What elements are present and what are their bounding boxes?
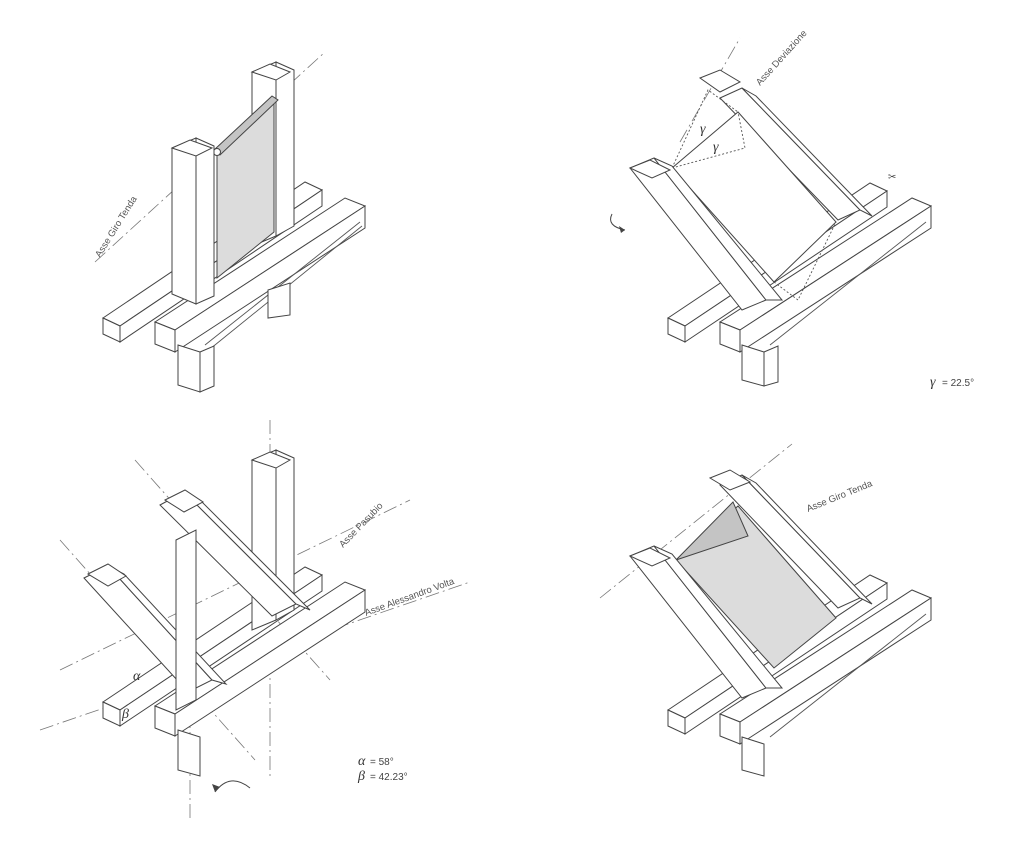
cut-mark-icon: ✂: [888, 172, 896, 183]
alpha-angle: α: [133, 669, 141, 684]
beta-angle: β: [121, 707, 129, 722]
beta-symbol: β: [357, 769, 365, 784]
panel-curtain-turn-closed: Asse Giro Tenda: [93, 51, 367, 393]
post-front: [171, 137, 197, 305]
panel-deviation: ✂ γ γ Asse Deviazione γ = 22.5°: [610, 28, 974, 390]
gamma-value: = 22.5°: [942, 378, 974, 389]
label-axis-pasubio: Asse Pasubio: [337, 501, 385, 550]
panel-axes: α β Asse Pasubio Asse Alessandro Volta α…: [39, 420, 471, 820]
gamma-angle-1: γ: [700, 122, 706, 137]
beta-value: = 42.23°: [370, 772, 408, 783]
gamma-symbol: γ: [930, 375, 936, 390]
label-axis-deviation: Asse Deviazione: [754, 28, 810, 88]
curtain-roller-open: [675, 501, 749, 561]
axis-line-deviation: [679, 37, 741, 143]
axis-line-pasubio: [59, 499, 411, 671]
label-axis-volta: Asse Alessandro Volta: [363, 576, 456, 619]
alpha-value: = 58°: [370, 757, 394, 768]
rotation-arrow-icon: [610, 213, 626, 231]
alpha-symbol: α: [358, 754, 366, 769]
axis-line-curtain-turn-2: [599, 443, 793, 599]
label-axis-curtain-turn-1: Asse Giro Tenda: [93, 194, 140, 260]
panel-curtain-turn-open: Asse Giro Tenda: [599, 443, 933, 777]
gamma-angle-2: γ: [713, 140, 719, 155]
label-axis-curtain-turn-2: Asse Giro Tenda: [805, 478, 875, 515]
rotation-arrow-icon-2: [214, 780, 251, 793]
